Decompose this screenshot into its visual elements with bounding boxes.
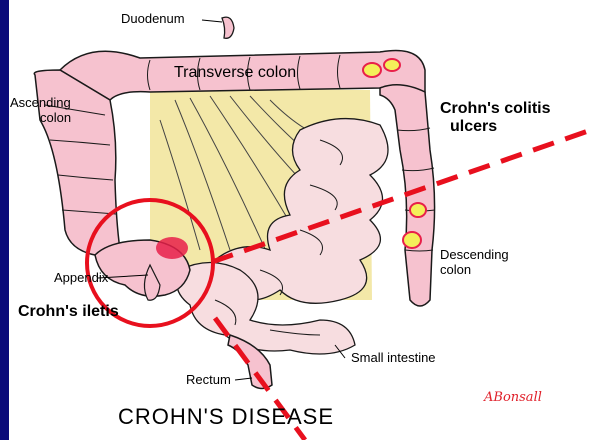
diagram-title: CROHN'S DISEASE <box>118 404 334 430</box>
label-appendix: Appendix <box>54 271 108 285</box>
label-descending-colon-line1: Descending <box>440 248 509 262</box>
duodenum <box>222 17 234 38</box>
ileitis-inflammation <box>156 237 188 259</box>
label-ulcers: ulcers <box>450 118 497 135</box>
label-descending-colon-line2: colon <box>440 263 471 277</box>
label-crohns-colitis: Crohn's colitis <box>440 100 550 117</box>
label-ascending-colon-line1: Ascending <box>10 96 71 110</box>
label-ascending-colon-line2: colon <box>40 111 71 125</box>
label-small-intestine: Small intestine <box>351 351 436 365</box>
label-duodenum: Duodenum <box>121 12 185 26</box>
label-crohns-iletis: Crohn's iletis <box>18 303 119 320</box>
artist-signature: ABonsall <box>484 390 542 405</box>
label-transverse-colon: Transverse colon <box>174 64 296 82</box>
label-rectum: Rectum <box>186 373 231 387</box>
